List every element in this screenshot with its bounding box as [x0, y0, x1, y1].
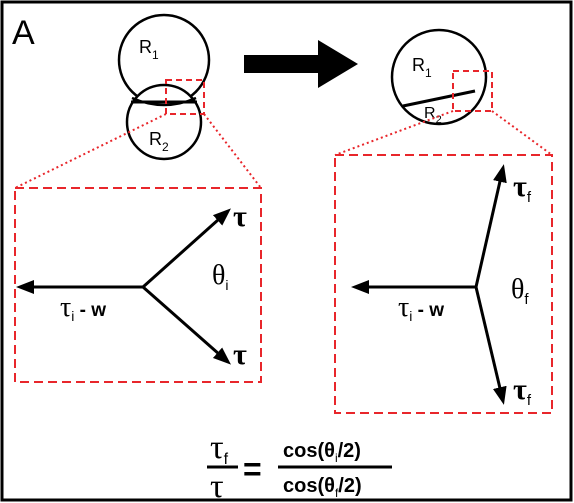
force-balance-equation: τf τ = cos(θi/2) cos(θf/2): [207, 429, 392, 503]
left-zoom-box: [14, 187, 262, 383]
left-tension-bottom-label: τ: [233, 338, 247, 371]
final-r2-label: R2: [424, 105, 442, 126]
initial-zoom-projection-left: [14, 113, 167, 189]
final-zoom-projection-left: [334, 110, 454, 156]
right-tension-top-label: τf: [513, 170, 532, 206]
final-r1-label: R1: [412, 55, 432, 80]
transition-arrow-icon: [244, 40, 358, 88]
equation-rhs-denominator: cos(θf/2): [283, 475, 362, 500]
final-zoom-projection-right: [491, 110, 553, 156]
panel-label: A: [12, 14, 35, 52]
initial-r1-label: R1: [139, 37, 159, 62]
initial-zoom-marker: [165, 79, 205, 115]
initial-doublet: R1 R2: [117, 13, 211, 161]
right-force-diagram: τf τf τi - w θf: [351, 164, 532, 409]
right-angle-label: θf: [511, 274, 529, 308]
final-large-cell: [390, 28, 488, 126]
left-tension-left-label: τi - w: [60, 292, 106, 324]
final-doublet: R1 R2: [390, 28, 488, 126]
initial-zoom-projection-right: [203, 113, 262, 189]
equation-lhs-denominator: τ: [210, 468, 224, 503]
right-tension-left-label: τi - w: [398, 292, 444, 324]
right-zoom-box: [334, 154, 553, 414]
right-tension-arrow-bottom: [474, 286, 507, 405]
right-tension-bottom-label: τf: [513, 373, 532, 409]
equation-rhs-numerator: cos(θi/2): [283, 440, 361, 465]
left-angle-label: θi: [212, 260, 229, 293]
initial-r2-label: R2: [149, 129, 169, 154]
equation-equals-sign: =: [243, 451, 262, 487]
final-contact-line: [402, 89, 476, 108]
left-tension-arrow-bottom: [142, 285, 231, 365]
left-tension-top-label: τ: [233, 200, 247, 233]
right-tension-arrow-top: [474, 164, 507, 288]
initial-large-cell-lower-arc: [131, 96, 197, 107]
equation-lhs-numerator: τf: [210, 429, 229, 468]
left-tension-arrow-top: [142, 208, 231, 289]
left-force-diagram: τ τ τi - w θi: [16, 200, 247, 371]
